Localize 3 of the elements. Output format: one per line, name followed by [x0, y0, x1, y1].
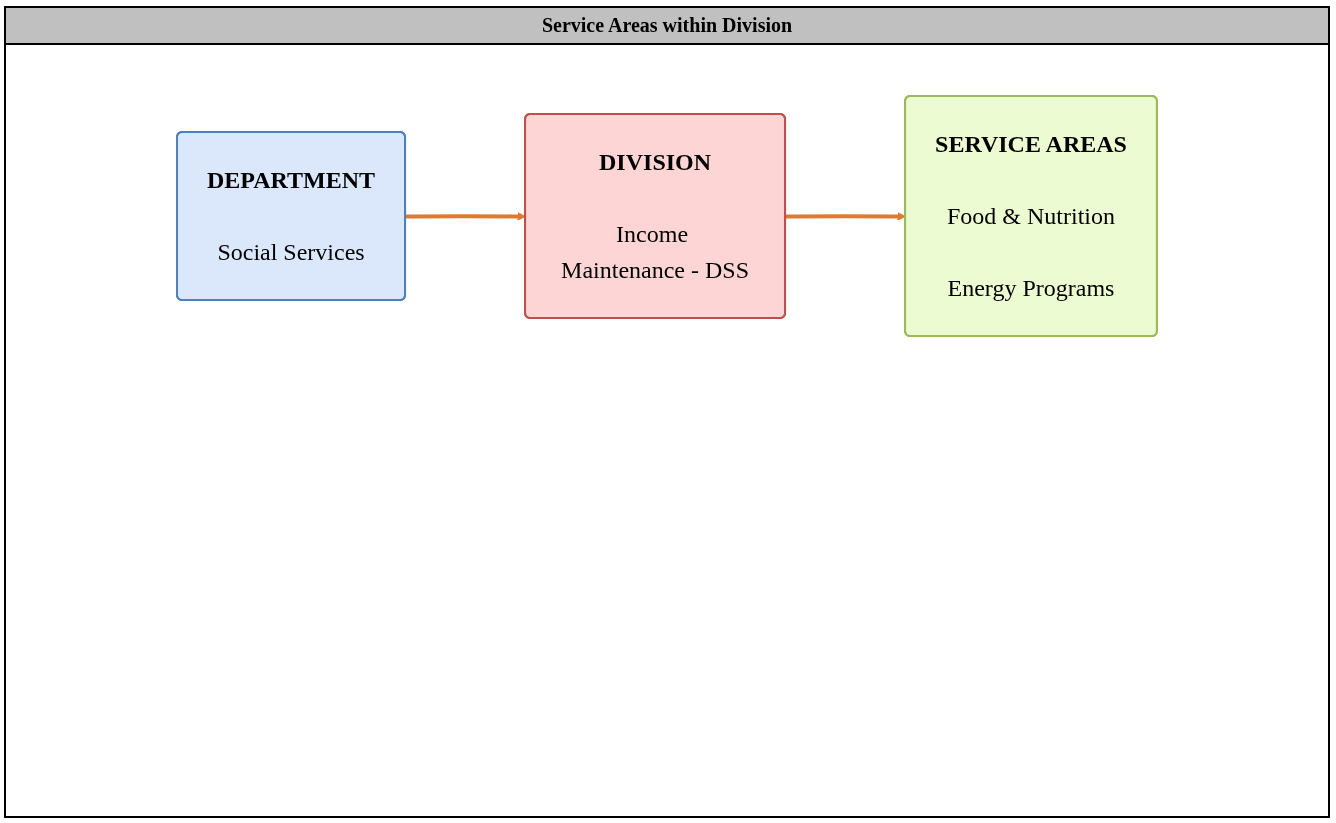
diagram-title: Service Areas within Division [6, 8, 1328, 45]
arrow [785, 212, 906, 221]
arrow [405, 212, 526, 221]
